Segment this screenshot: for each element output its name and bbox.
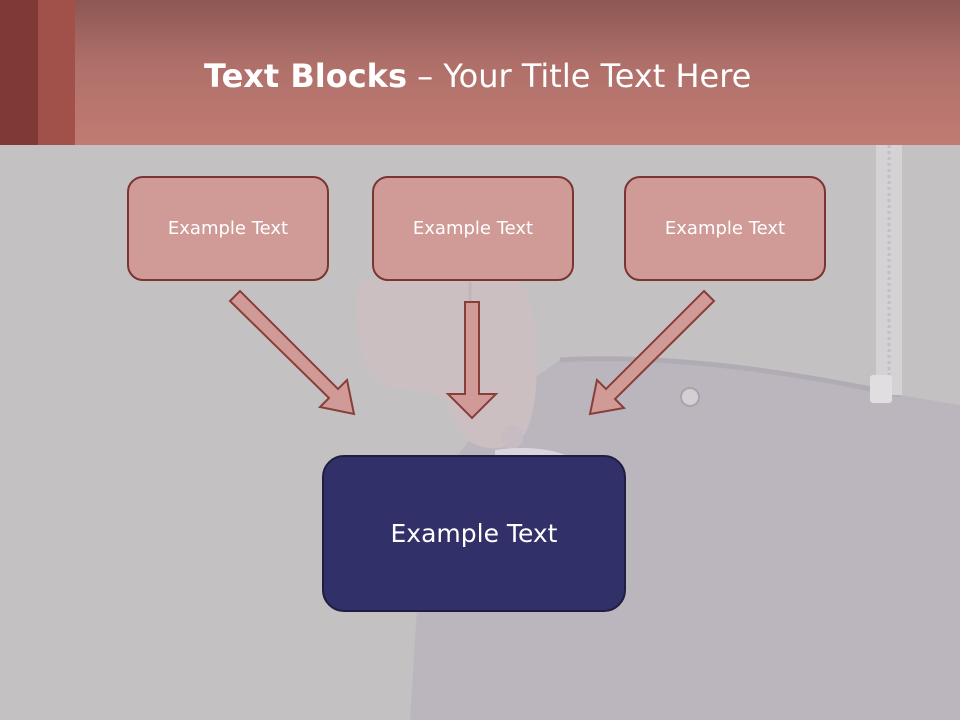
text-block-main: Example Text [322,455,626,612]
text-block-left: Example Text [127,176,329,281]
text-block-center-label: Example Text [412,218,534,239]
title-regular-text: Your Title Text Here [443,57,752,95]
title-separator: – [407,57,444,95]
text-block-right: Example Text [624,176,826,281]
header-accent-stripe [38,0,75,145]
header-accent-stripe [0,0,38,145]
slide-title: Text Blocks – Your Title Text Here [204,52,751,100]
title-band: Text Blocks – Your Title Text Here [0,0,960,145]
text-block-main-label: Example Text [390,519,558,548]
text-block-center: Example Text [372,176,574,281]
text-block-right-label: Example Text [664,218,786,239]
text-block-left-label: Example Text [167,218,289,239]
title-bold-text: Text Blocks [204,57,407,95]
